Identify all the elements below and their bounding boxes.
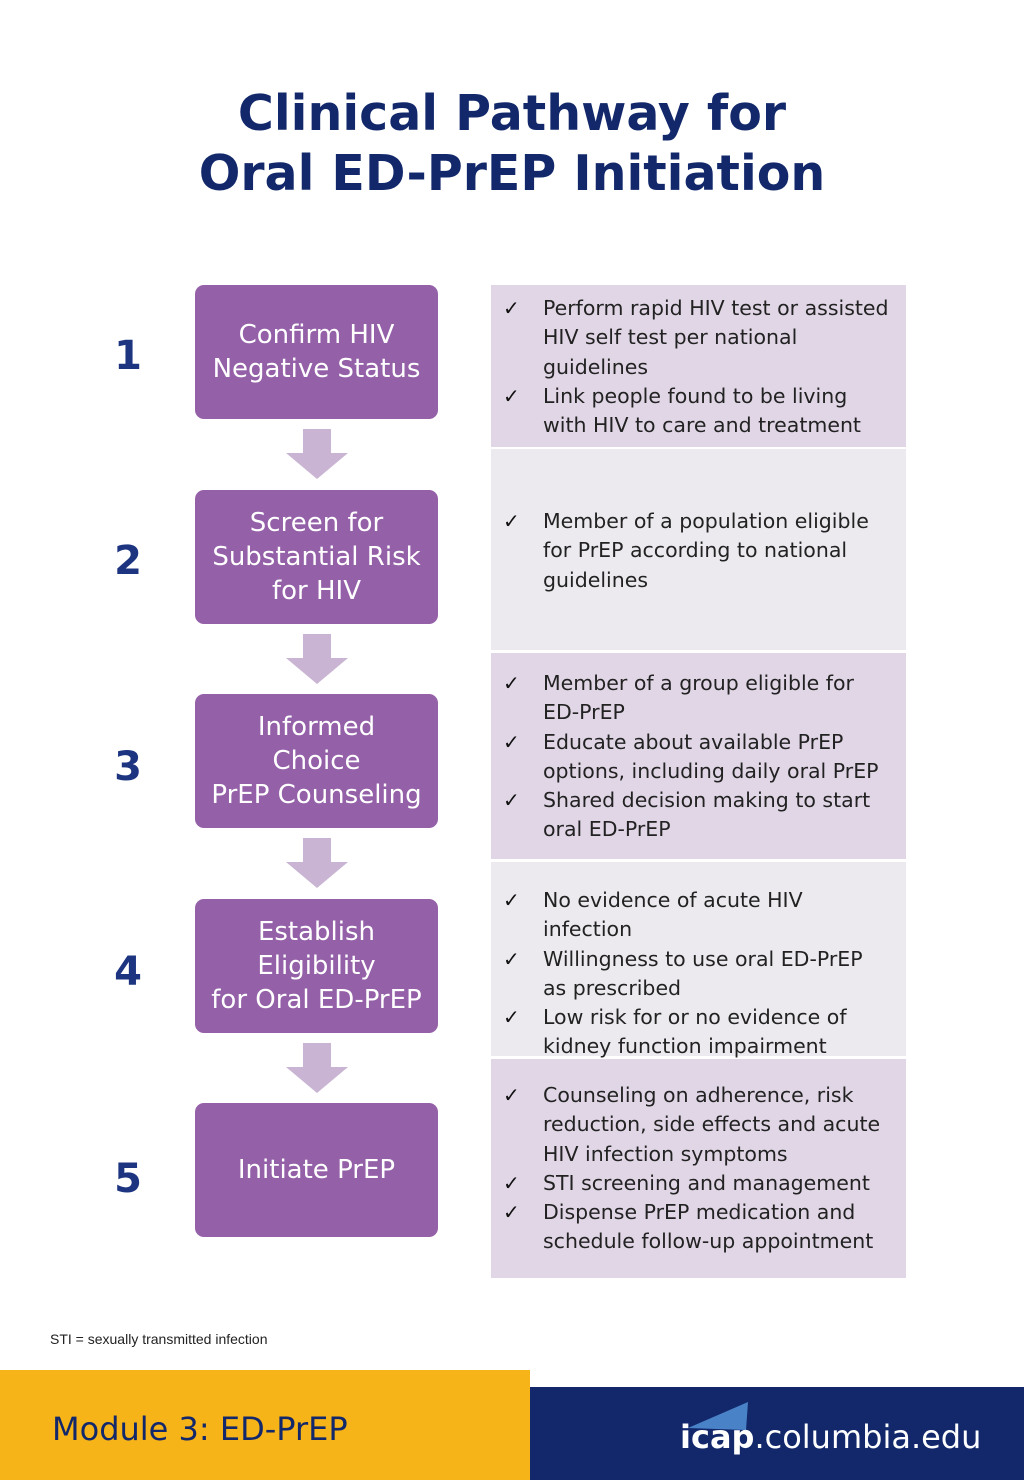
- footer-logo-band: [530, 1387, 1024, 1480]
- step-1-details: ✓Perform rapid HIV test or assisted HIV …: [491, 285, 906, 447]
- step-4-label: Establish Eligibility for Oral ED-PrEP: [211, 917, 422, 1015]
- title-line-2: Oral ED-PrEP Initiation: [198, 145, 826, 202]
- list-item: ✓STI screening and management: [501, 1169, 892, 1198]
- list-item: ✓Member of a group eligible for ED-PrEP: [503, 671, 854, 725]
- list-item: ✓Member of a population eligible for PrE…: [503, 509, 869, 592]
- list-item: ✓Low risk for or no evidence of kidney f…: [503, 1005, 847, 1059]
- checkmark-icon: ✓: [503, 1005, 520, 1030]
- step-1-box: Confirm HIV Negative Status: [195, 285, 438, 419]
- step-2-box: Screen for Substantial Risk for HIV: [195, 490, 438, 624]
- step-1-number: 1: [114, 333, 142, 379]
- footnote: STI = sexually transmitted infection: [50, 1331, 268, 1347]
- checkmark-icon: ✓: [503, 509, 520, 533]
- list-item: ✓Educate about available PrEP options, i…: [503, 729, 879, 783]
- footer-module-band: [0, 1370, 530, 1480]
- logo-domain: .columbia.edu: [754, 1418, 982, 1456]
- step-5-number: 5: [114, 1156, 142, 1202]
- checkmark-icon: ✓: [503, 383, 520, 408]
- step-3-details: ✓Member of a group eligible for ED-PrEP …: [491, 653, 906, 859]
- page-title: Clinical Pathway for Oral ED-PrEP Initia…: [0, 84, 1024, 204]
- list-item: ✓Willingness to use oral ED-PrEP as pres…: [503, 946, 863, 1000]
- step-3-number: 3: [114, 744, 142, 790]
- down-arrow-icon: [286, 429, 348, 479]
- step-1-label: Confirm HIV Negative Status: [212, 320, 421, 384]
- list-item: ✓No evidence of acute HIV infection: [503, 888, 803, 942]
- title-line-1: Clinical Pathway for: [237, 85, 787, 142]
- step-2-details: ✓Member of a population eligible for PrE…: [491, 449, 906, 650]
- down-arrow-icon: [286, 838, 348, 888]
- down-arrow-icon: [286, 1043, 348, 1093]
- checkmark-icon: ✓: [503, 1170, 520, 1195]
- logo-brand: icap: [680, 1418, 755, 1456]
- logo-swoosh-icon: [688, 1402, 748, 1430]
- checkmark-icon: ✓: [503, 296, 520, 320]
- step-2-label: Screen for Substantial Risk for HIV: [212, 508, 421, 606]
- step-4-box: Establish Eligibility for Oral ED-PrEP: [195, 899, 438, 1033]
- checkmark-icon: ✓: [503, 1200, 520, 1225]
- list-item: ✓Perform rapid HIV test or assisted HIV …: [503, 296, 889, 379]
- list-item: ✓Dispense PrEP medication and schedule f…: [503, 1200, 874, 1254]
- checkmark-icon: ✓: [503, 671, 520, 695]
- step-3-box: Informed Choice PrEP Counseling: [195, 694, 438, 828]
- icap-logo: icap.columbia.edu: [680, 1417, 981, 1457]
- step-3-label: Informed Choice PrEP Counseling: [211, 712, 422, 810]
- down-arrow-icon: [286, 634, 348, 684]
- step-4-details: ✓No evidence of acute HIV infection ✓Wil…: [491, 862, 906, 1058]
- list-item: ✓Link people found to be living with HIV…: [503, 383, 861, 438]
- step-4-number: 4: [114, 949, 142, 995]
- list-item: ✓Counseling on adherence, risk reduction…: [503, 1083, 881, 1166]
- list-item: ✓Shared decision making to start oral ED…: [503, 788, 871, 842]
- checkmark-icon: ✓: [503, 946, 520, 971]
- checkmark-icon: ✓: [503, 1083, 520, 1107]
- step-5-label: Initiate PrEP: [237, 1155, 396, 1185]
- step-2-number: 2: [114, 538, 142, 584]
- checkmark-icon: ✓: [503, 788, 520, 813]
- step-5-box: Initiate PrEP: [195, 1103, 438, 1237]
- step-5-details: ✓Counseling on adherence, risk reduction…: [491, 1059, 906, 1278]
- checkmark-icon: ✓: [503, 888, 520, 912]
- module-label: Module 3: ED-PrEP: [52, 1410, 348, 1448]
- checkmark-icon: ✓: [503, 729, 520, 754]
